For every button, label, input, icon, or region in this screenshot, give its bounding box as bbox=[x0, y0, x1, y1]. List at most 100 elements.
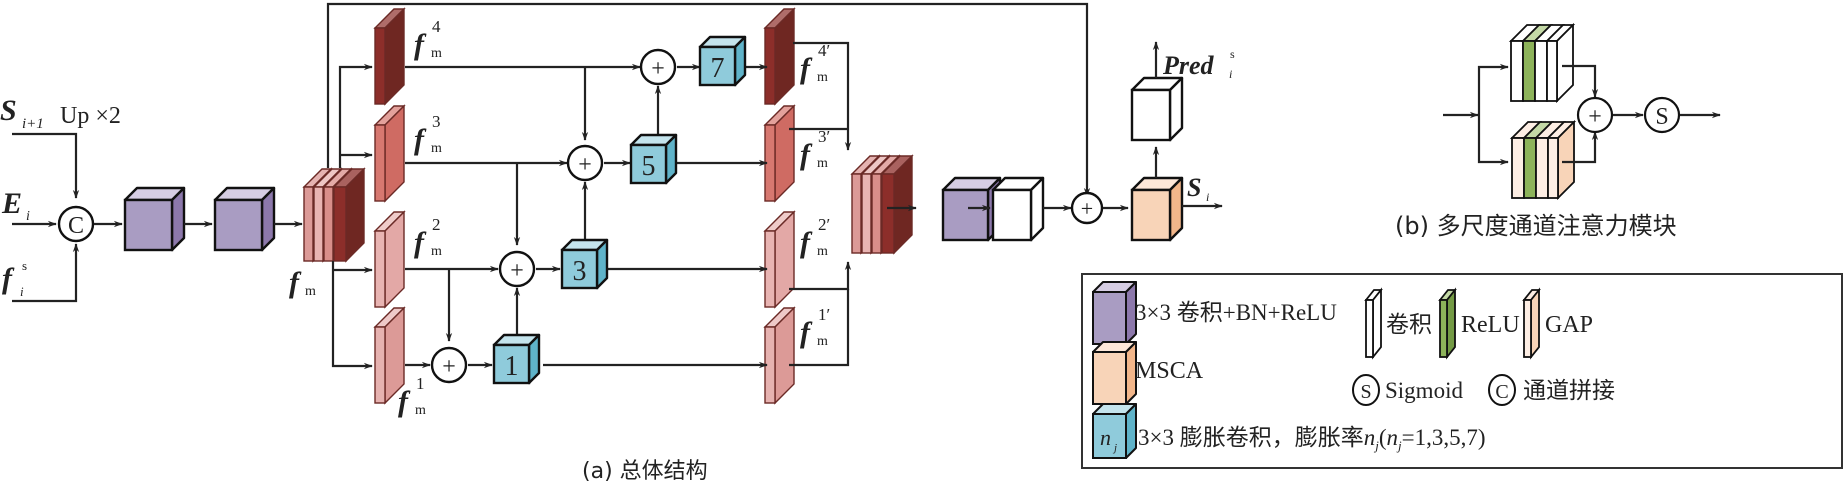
f2-out-slab bbox=[763, 210, 796, 309]
svg-text:f: f bbox=[398, 385, 411, 418]
conv-bn-relu-block-2 bbox=[213, 186, 276, 252]
svg-text:i: i bbox=[1206, 190, 1209, 204]
f1out-merge-line bbox=[789, 289, 850, 367]
svg-text:i: i bbox=[26, 209, 30, 224]
final-add-node: + bbox=[1070, 191, 1104, 225]
legend-gap-icon bbox=[1522, 287, 1541, 360]
pred-conv-block bbox=[1130, 76, 1184, 142]
svg-text:f: f bbox=[2, 262, 15, 295]
svg-text:m: m bbox=[817, 156, 828, 171]
f4-slab bbox=[373, 7, 406, 106]
conv-block bbox=[991, 176, 1045, 242]
legend-relu-label: ReLU bbox=[1461, 312, 1520, 338]
legend-concat-label: 通道拼接 bbox=[1523, 378, 1615, 404]
legend-conv-bn-relu-icon bbox=[1092, 281, 1137, 345]
svg-text:s: s bbox=[1230, 47, 1235, 61]
svg-text:+: + bbox=[651, 56, 665, 82]
svg-text:+: + bbox=[510, 258, 524, 284]
dilation-rate-label: 1 bbox=[505, 351, 519, 382]
svg-text:s: s bbox=[22, 258, 27, 273]
svg-text:C: C bbox=[1495, 381, 1508, 403]
legend-dilated-label: 3×3 膨胀卷积，膨胀率nj(nj=1,3,5,7) bbox=[1138, 425, 1486, 453]
legend-msca-icon bbox=[1092, 341, 1137, 405]
svg-text:S: S bbox=[1360, 381, 1371, 403]
svg-text:m: m bbox=[817, 334, 828, 349]
svg-text:m: m bbox=[431, 244, 442, 259]
svg-text:m: m bbox=[817, 70, 828, 85]
svg-text:E: E bbox=[1, 187, 22, 220]
concat-node: C bbox=[57, 205, 95, 243]
svg-text:1′: 1′ bbox=[818, 305, 830, 324]
add-node-2: + bbox=[498, 250, 536, 288]
dilated-conv-block-3: 3 bbox=[560, 238, 609, 290]
svg-text:S: S bbox=[1187, 173, 1201, 202]
svg-text:+: + bbox=[1588, 104, 1602, 130]
pred-label: Pred s i bbox=[1162, 47, 1235, 81]
svg-text:3×3 膨胀卷积，膨胀率nj(nj=1,3,5,7): 3×3 膨胀卷积，膨胀率nj(nj=1,3,5,7) bbox=[1138, 425, 1486, 453]
svg-text:f: f bbox=[414, 28, 427, 61]
svg-text:4: 4 bbox=[432, 17, 441, 36]
svg-text:m: m bbox=[431, 141, 442, 156]
dilated-conv-block-7: 7 bbox=[698, 35, 747, 87]
svg-text:i: i bbox=[20, 284, 24, 299]
svg-text:m: m bbox=[305, 284, 316, 299]
b-lower-to-add-arrow bbox=[1562, 131, 1599, 164]
f3-out-slab bbox=[763, 104, 796, 203]
dilation-rate-label: 3 bbox=[573, 256, 587, 287]
b-gap-conv-relu-conv-stack bbox=[1509, 119, 1577, 201]
s-output-label: S i bbox=[1187, 173, 1209, 204]
svg-text:f: f bbox=[414, 123, 427, 156]
caption-b: (b) 多尺度通道注意力模块 bbox=[1395, 212, 1677, 240]
dilation-rate-label: 7 bbox=[711, 53, 725, 84]
svg-text:j: j bbox=[1112, 442, 1117, 454]
f4out-merge-arrow bbox=[793, 41, 852, 151]
legend-sigmoid-symbol: S bbox=[1352, 374, 1380, 406]
f3-slab bbox=[373, 104, 406, 203]
upsample-label: Up ×2 bbox=[60, 103, 121, 129]
svg-text:+: + bbox=[1081, 196, 1093, 221]
input-e-label: E i bbox=[1, 187, 30, 224]
svg-text:n: n bbox=[1100, 425, 1111, 450]
svg-text:i: i bbox=[1229, 67, 1232, 81]
f2out-merge-arrow bbox=[789, 261, 852, 291]
svg-text:f: f bbox=[414, 226, 427, 259]
svg-text:m: m bbox=[817, 244, 828, 259]
legend-conv-label: 卷积 bbox=[1386, 312, 1432, 338]
b-upper-branch-arrow bbox=[1477, 63, 1509, 115]
svg-text:1: 1 bbox=[416, 374, 425, 393]
svg-text:m: m bbox=[431, 46, 442, 61]
f2-slab bbox=[373, 210, 406, 309]
legend-relu-icon bbox=[1438, 287, 1457, 360]
legend-box bbox=[1081, 273, 1843, 469]
f1-slab bbox=[373, 306, 406, 405]
dilation-rate-label: 5 bbox=[642, 151, 656, 182]
svg-text:S: S bbox=[0, 94, 17, 127]
s-input-arrow bbox=[12, 132, 80, 199]
svg-text:C: C bbox=[68, 213, 84, 239]
svg-text:3: 3 bbox=[432, 112, 441, 131]
fm-layer-4 bbox=[332, 167, 366, 263]
legend-sigmoid-label: Sigmoid bbox=[1385, 378, 1463, 403]
svg-text:S: S bbox=[1655, 104, 1668, 130]
svg-text:f: f bbox=[800, 52, 813, 85]
caption-a: (a) 总体结构 bbox=[582, 459, 708, 484]
f1-out-slab bbox=[763, 306, 796, 405]
b-lower-branch-arrow bbox=[1477, 115, 1509, 166]
f-input-arrow bbox=[12, 243, 80, 303]
b-upper-to-add-arrow bbox=[1562, 64, 1599, 98]
msca-block bbox=[1130, 176, 1184, 242]
svg-text:3′: 3′ bbox=[818, 127, 830, 146]
svg-text:+: + bbox=[442, 354, 456, 380]
input-s-label: S i+1 Up ×2 bbox=[0, 94, 121, 132]
svg-text:2′: 2′ bbox=[818, 215, 830, 234]
b-add-node: + bbox=[1576, 96, 1614, 134]
